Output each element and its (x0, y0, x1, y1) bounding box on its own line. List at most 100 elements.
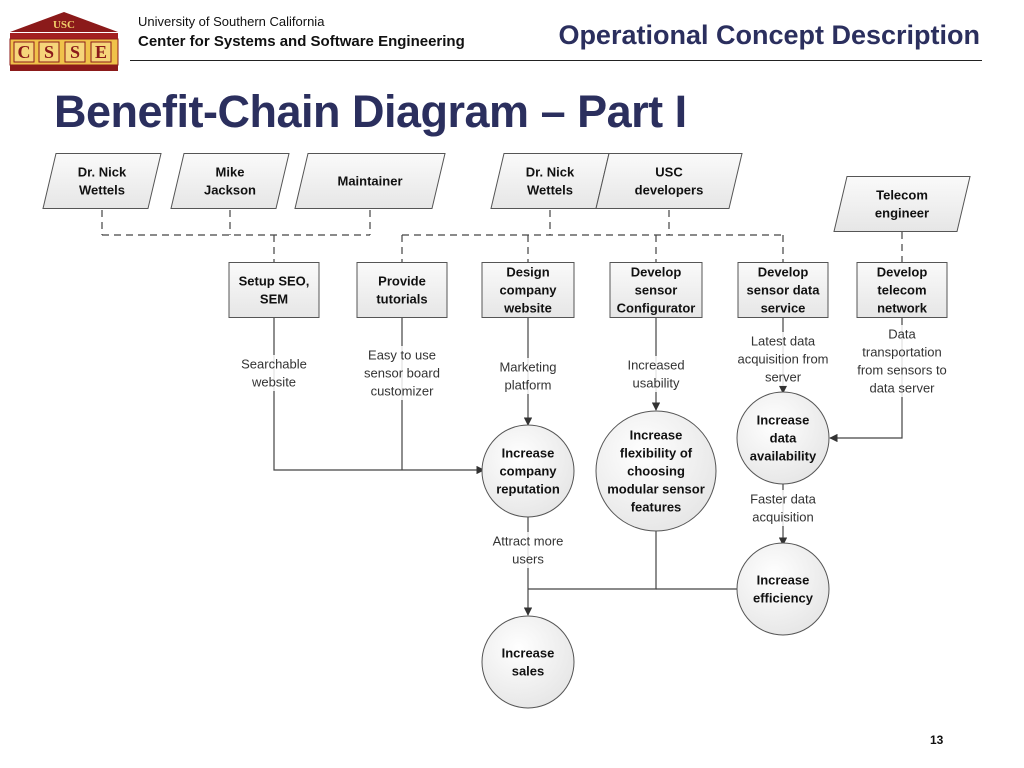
initiative-label: service (761, 301, 806, 316)
initiative-label: Design (506, 265, 549, 280)
outcome-label: Increase (502, 446, 555, 461)
contribution-bg (740, 490, 826, 526)
outcome-label: efficiency (753, 591, 814, 606)
stakeholder-label: Wettels (527, 183, 573, 198)
contribution-label: platform (505, 378, 552, 393)
contribution-label: Latest data (751, 334, 816, 349)
initiative-label: website (503, 301, 552, 316)
contribution-bg (481, 532, 575, 568)
stakeholder-label: Jackson (204, 183, 256, 198)
contribution-label: customizer (371, 384, 435, 399)
contribution-label: Data (888, 327, 916, 342)
contribution-bg (492, 358, 564, 394)
stakeholder-shape (42, 153, 162, 209)
outcome-label: features (631, 500, 682, 515)
outcome-circle (736, 542, 830, 636)
stakeholder-shape (170, 153, 290, 209)
stakeholder-label: Dr. Nick (78, 165, 127, 180)
initiative-label: Develop (877, 265, 928, 280)
initiative-label: Configurator (617, 301, 696, 316)
stakeholder-shape (294, 153, 446, 209)
outcome-label: reputation (496, 482, 560, 497)
outcome-label: Increase (502, 646, 555, 661)
initiative-box (481, 262, 575, 318)
slide-title: Benefit-Chain Diagram – Part I (54, 86, 687, 137)
contribution-label: website (251, 375, 296, 390)
contribution-label: users (512, 552, 544, 567)
initiative-label: SEM (260, 292, 288, 307)
outcome-circle (481, 615, 575, 709)
contribution-bg (620, 356, 692, 392)
stakeholder-label: Maintainer (337, 174, 402, 189)
contribution-label: Marketing (499, 360, 556, 375)
logo-letter: S (44, 42, 54, 62)
outcome-label: sales (512, 664, 545, 679)
stakeholder-label: Dr. Nick (526, 165, 575, 180)
stakeholder-label: Wettels (79, 183, 125, 198)
stakeholder-shape (833, 176, 971, 232)
stakeholder-label: engineer (875, 206, 929, 221)
outcome-label: Increase (757, 413, 810, 428)
contribution-label: usability (633, 376, 680, 391)
stakeholder-label: Telecom (876, 188, 928, 203)
stakeholder-shape (595, 153, 743, 209)
stakeholder-shape (490, 153, 610, 209)
initiative-label: Develop (631, 265, 682, 280)
contribution-label: Increased (627, 358, 684, 373)
initiative-label: Provide (378, 274, 426, 289)
logo-usc-text: USC (53, 19, 75, 31)
contribution-bg (722, 332, 844, 386)
initiative-label: Setup SEO, (239, 274, 310, 289)
initiative-label: Develop (758, 265, 809, 280)
initiative-box (737, 262, 829, 318)
contribution-label: Attract more (493, 534, 564, 549)
initiative-box (609, 262, 703, 318)
stakeholder-label: Mike (216, 165, 245, 180)
contribution-label: Easy to use (368, 348, 436, 363)
outcome-circle (736, 391, 830, 485)
outcome-label: modular sensor (607, 482, 705, 497)
contribution-label: data server (869, 381, 935, 396)
outcome-circle (481, 424, 575, 518)
contribution-bg (355, 346, 449, 400)
outcome-label: flexibility of (620, 446, 693, 461)
contribution-bg (845, 325, 959, 397)
outcome-circle (595, 410, 717, 532)
logo-letter: S (70, 42, 80, 62)
initiative-label: network (877, 301, 928, 316)
outcome-label: choosing (627, 464, 685, 479)
outcome-label: Increase (630, 428, 683, 443)
page-number: 13 (930, 733, 944, 747)
initiative-label: company (499, 283, 557, 298)
initiative-box (856, 262, 948, 318)
outcome-label: Increase (757, 573, 810, 588)
contribution-label: Searchable (241, 357, 307, 372)
initiative-label: tutorials (376, 292, 427, 307)
logo-letter: C (18, 42, 31, 62)
outcome-label: company (499, 464, 557, 479)
initiative-label: telecom (877, 283, 926, 298)
stakeholder-label: USC (655, 165, 683, 180)
stakeholder-label: developers (635, 183, 704, 198)
logo-letter: E (95, 42, 107, 62)
contribution-label: transportation (862, 345, 942, 360)
section-title: Operational Concept Description (558, 20, 980, 50)
contribution-label: acquisition from (737, 352, 828, 367)
initiative-label: sensor data (747, 283, 821, 298)
contribution-label: server (765, 370, 802, 385)
initiative-box (228, 262, 320, 318)
contribution-label: acquisition (752, 510, 813, 525)
outcome-label: data (770, 431, 798, 446)
center-name: Center for Systems and Software Engineer… (138, 33, 465, 50)
initiative-box (356, 262, 448, 318)
contribution-label: from sensors to (857, 363, 947, 378)
header-divider (130, 60, 982, 61)
stakeholder-connectors (101, 210, 903, 262)
contribution-label: Faster data (750, 492, 817, 507)
initiative-label: sensor (635, 283, 678, 298)
outcome-label: availability (750, 449, 817, 464)
contribution-label: sensor board (364, 366, 440, 381)
university-name: University of Southern California (138, 14, 325, 29)
